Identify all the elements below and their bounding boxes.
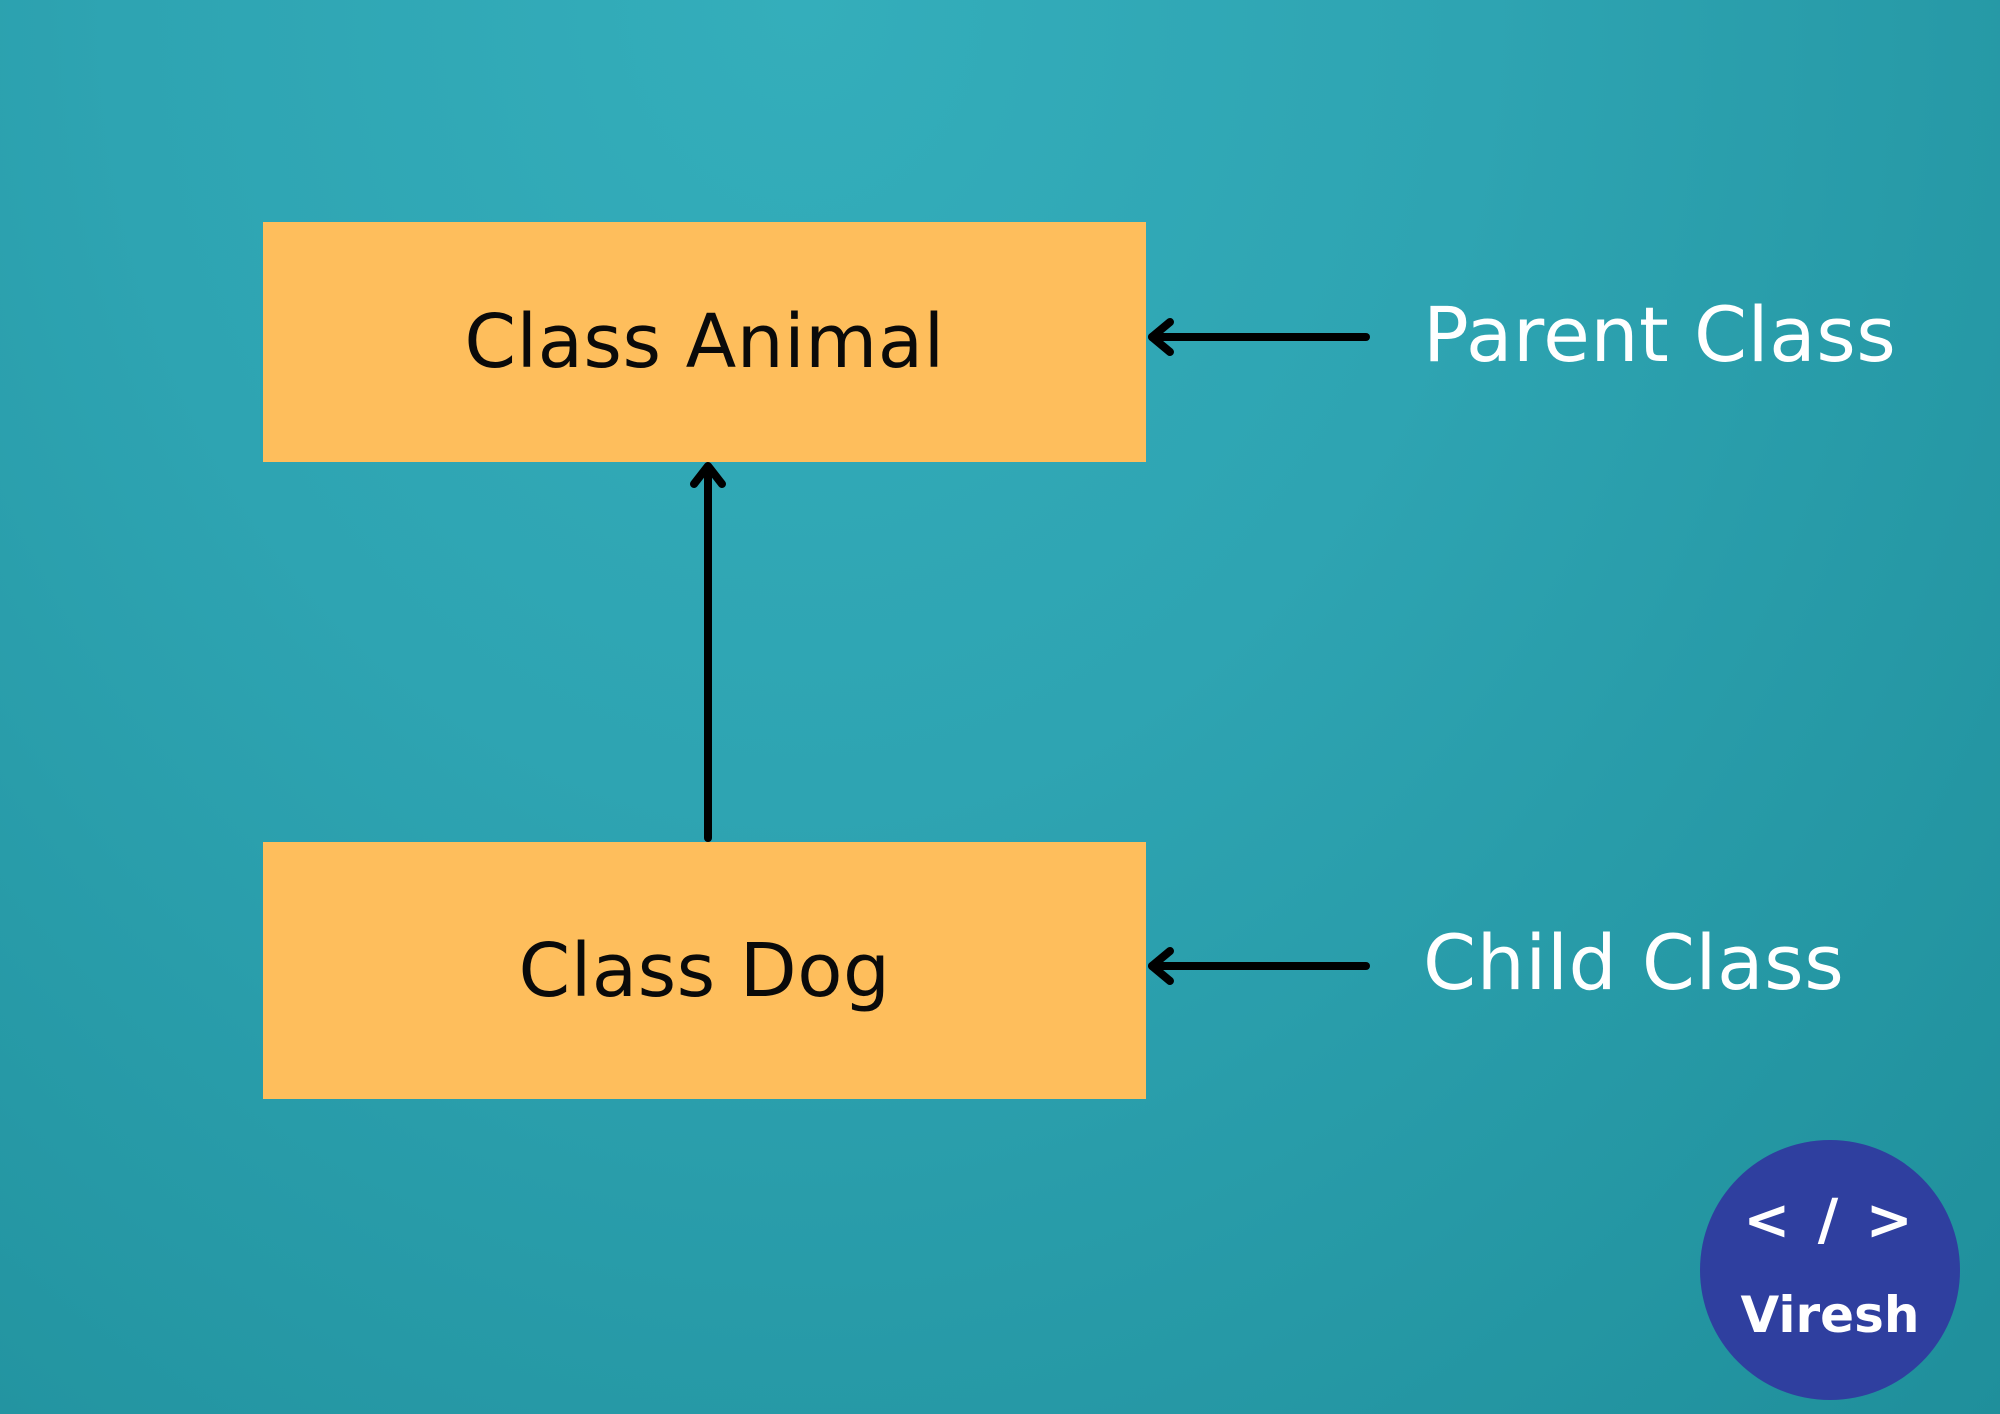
parent-class-box: Class Animal [263,222,1146,462]
parent-class-annotation: Parent Class [1423,290,1897,379]
child-pointer-arrow [1148,947,1370,985]
child-class-annotation: Child Class [1423,918,1845,1007]
parent-class-box-label: Class Animal [464,299,945,385]
logo-name: Viresh [1740,1286,1920,1344]
parent-pointer-arrow [1148,318,1370,356]
inheritance-arrow [690,462,726,842]
viresh-logo: < / > Viresh [1700,1140,1960,1400]
child-class-box: Class Dog [263,842,1146,1099]
code-brackets-icon: < / > [1743,1188,1917,1253]
child-class-box-label: Class Dog [518,927,891,1014]
